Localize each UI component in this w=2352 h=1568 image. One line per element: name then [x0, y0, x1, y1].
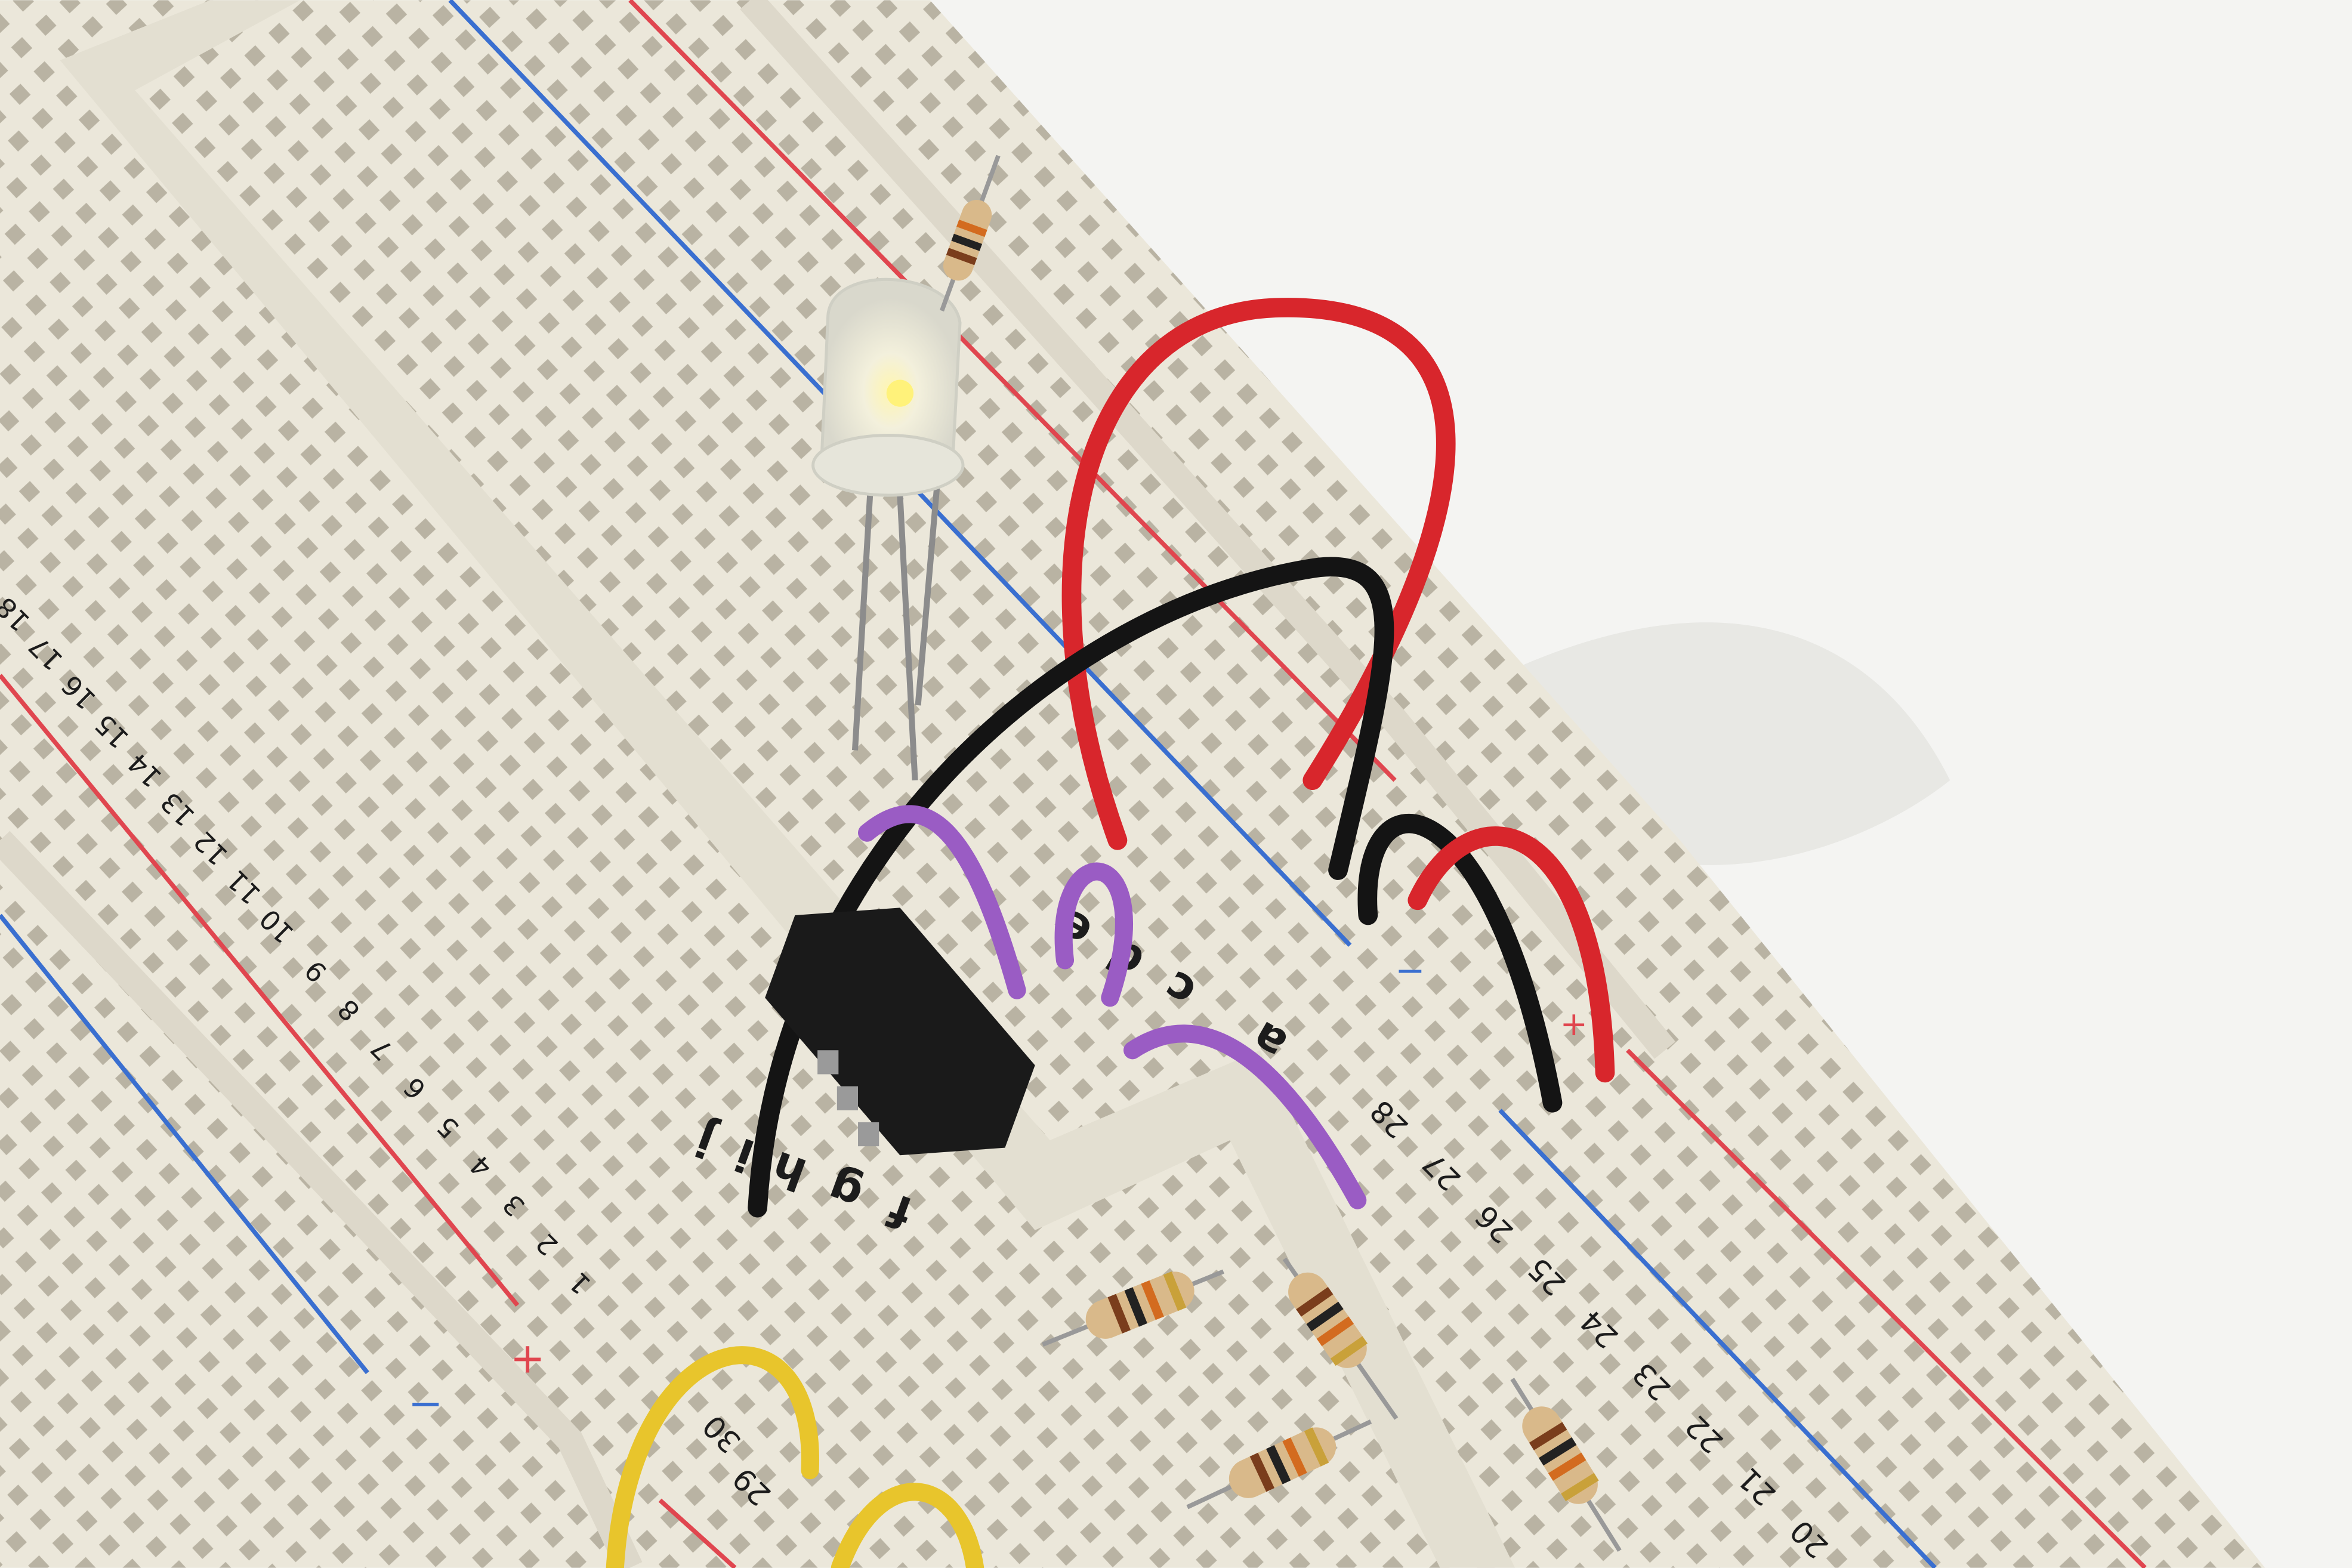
- center-channel: [60, 0, 1515, 1568]
- rail-line-red: [0, 674, 520, 1307]
- ic-chip: [765, 908, 1035, 1156]
- purple-jumper-wire: [1123, 1024, 1367, 1209]
- resistor: [940, 155, 1001, 312]
- rail-line-red: [628, 0, 1397, 782]
- rail-line-blue: [1498, 1109, 1937, 1568]
- yellow-jumper-wire: [606, 1346, 819, 1568]
- resistor: [1510, 1378, 1622, 1552]
- yellow-jumper-wire: [831, 1483, 984, 1568]
- rail-plus-label: +: [510, 1334, 545, 1383]
- rail-line-red: [1626, 1048, 2147, 1568]
- rail-line-red: [658, 1498, 737, 1568]
- red-jumper-wire: [1408, 826, 1615, 1083]
- purple-jumper-wire: [858, 805, 1026, 999]
- red-jumper-wire: [1061, 298, 1456, 850]
- resistor: [1282, 1257, 1399, 1420]
- resistor: [1186, 1419, 1372, 1510]
- breadboard: [0, 0, 2265, 1568]
- rail-line-blue: [0, 913, 369, 1375]
- rail-minus-label: −: [408, 1379, 443, 1428]
- rail-divider: [0, 831, 643, 1568]
- led: [811, 277, 965, 780]
- rail-plus-label: +: [1560, 1005, 1588, 1044]
- black-jumper-wire: [1357, 813, 1563, 1113]
- rail-minus-label: −: [1395, 950, 1425, 992]
- resistor: [1042, 1269, 1224, 1347]
- purple-jumper-wire: [1054, 862, 1134, 1007]
